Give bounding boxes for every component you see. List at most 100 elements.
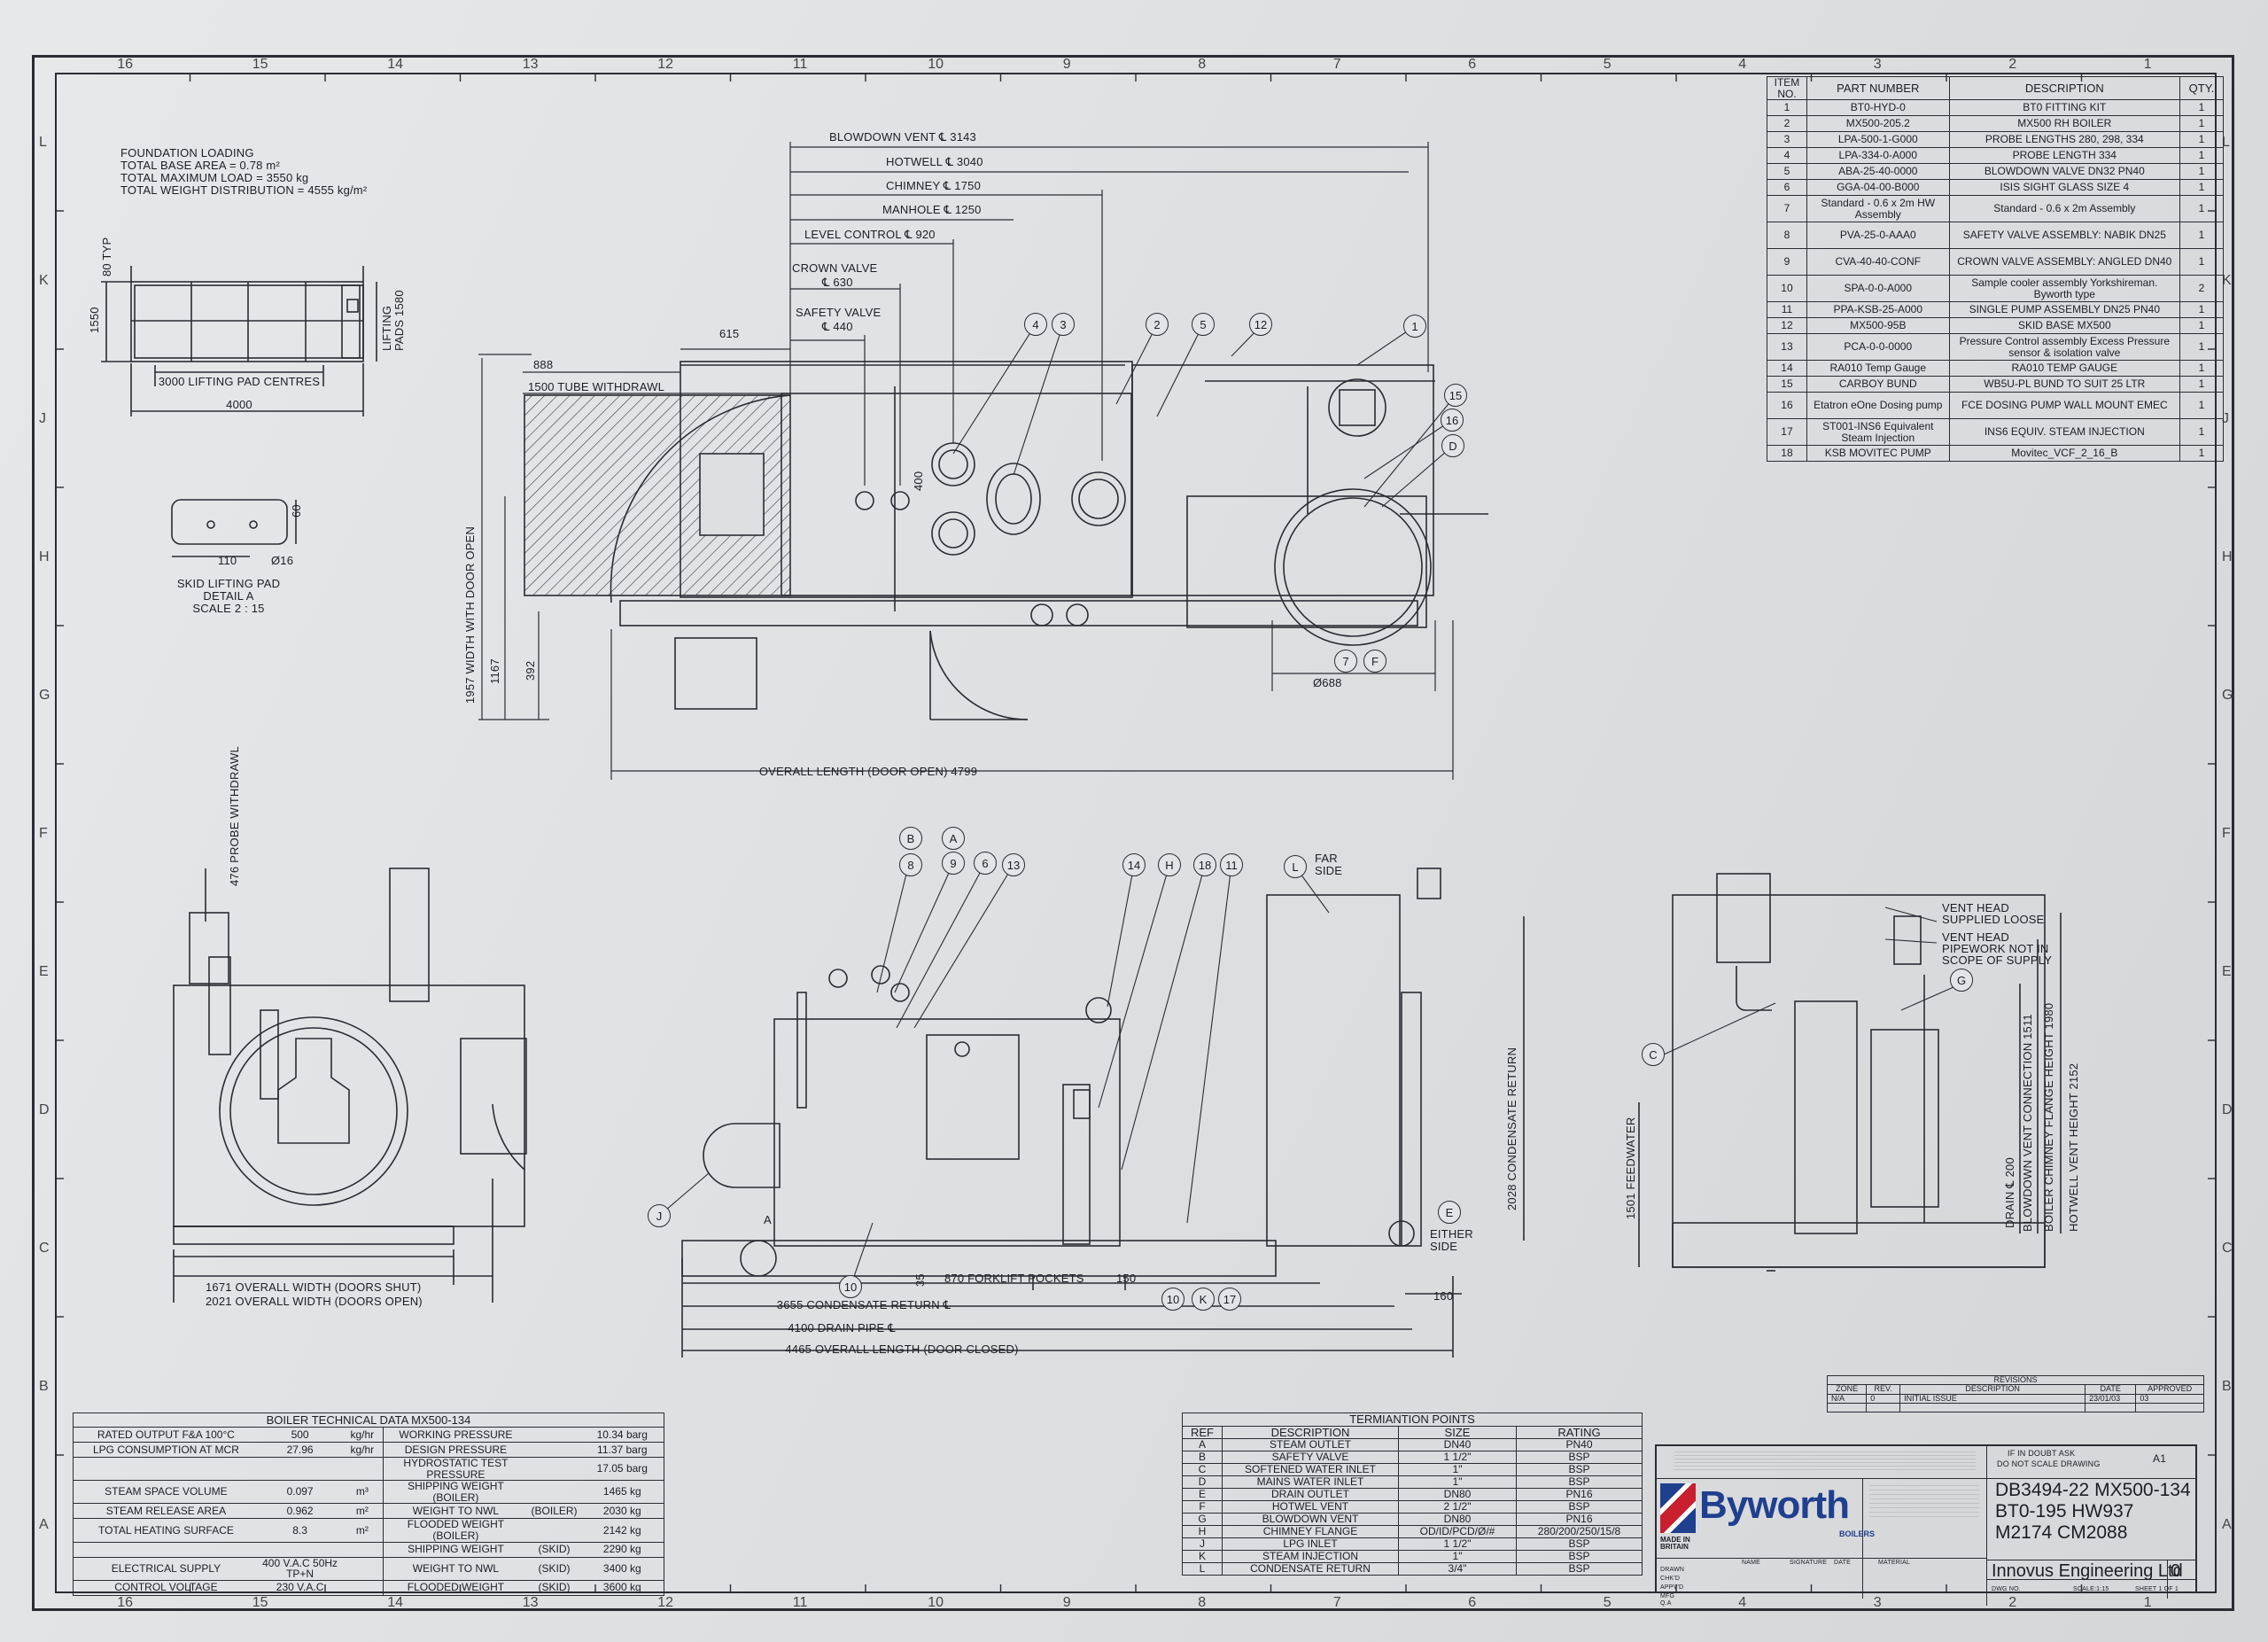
term-description: SAFETY VALVE bbox=[1222, 1451, 1399, 1465]
tech-left-value: 500 bbox=[258, 1427, 342, 1443]
zone-right-K: K bbox=[2222, 273, 2232, 288]
term-rating: BSP bbox=[1516, 1475, 1643, 1490]
term-size: 3/4" bbox=[1398, 1562, 1517, 1576]
term-rating: BSP bbox=[1516, 1463, 1643, 1477]
term-ref: D bbox=[1182, 1475, 1223, 1490]
rev-header-approved: APPROVED bbox=[2135, 1384, 2204, 1395]
parts-description: Sample cooler assembly Yorkshireman. Byw… bbox=[1948, 275, 2181, 303]
parts-description: BLOWDOWN VALVE DN32 PN40 bbox=[1948, 163, 2181, 181]
dim-drain-pipe: 4100 DRAIN PIPE ℄ bbox=[788, 1321, 896, 1335]
foundation-line-3: TOTAL WEIGHT DISTRIBUTION = 4555 kg/m² bbox=[120, 183, 368, 197]
parts-header-qty: QTY. bbox=[2179, 75, 2224, 101]
boiler-end-view bbox=[173, 868, 527, 1303]
dim-lifting-centres: 3000 LIFTING PAD CENTRES bbox=[158, 375, 321, 388]
balloon-plan-7: 7 bbox=[1334, 650, 1357, 673]
dim-blowdown-vent: BLOWDOWN VENT ℄ 3143 bbox=[829, 130, 976, 144]
parts-description: SKID BASE MX500 bbox=[1948, 317, 2181, 335]
sheet-size: A1 bbox=[2153, 1452, 2167, 1465]
tech-left-label: ELECTRICAL SUPPLY bbox=[72, 1556, 259, 1581]
parts-qty: 1 bbox=[2179, 317, 2224, 335]
rev-description: INITIAL ISSUE bbox=[1899, 1393, 2086, 1405]
parts-item: 8 bbox=[1767, 222, 1807, 250]
term-ref: B bbox=[1182, 1451, 1223, 1465]
tech-right-value: 11.37 barg bbox=[580, 1442, 664, 1458]
dim-condensate-return: 3655 CONDENSATE RETURN ℄ bbox=[776, 1298, 951, 1311]
tech-left-unit: kg/hr bbox=[341, 1442, 384, 1458]
zone-top-2: 2 bbox=[2008, 57, 2017, 72]
title-small-label: SIGNATURE bbox=[1790, 1560, 1828, 1566]
dim-150: 150 bbox=[1116, 1272, 1137, 1285]
dim-width-door-open: 1957 WIDTH WITH DOOR OPEN bbox=[463, 525, 477, 704]
parts-item: 6 bbox=[1767, 179, 1807, 197]
termination-title: TERMIANTION POINTS bbox=[1182, 1412, 1643, 1427]
title-block: MADE IN BRITAIN Byworth BOILERS IF IN DO… bbox=[1655, 1444, 2197, 1607]
parts-description: Movitec_VCF_2_16_B bbox=[1948, 445, 2181, 463]
parts-item: 10 bbox=[1767, 275, 1807, 303]
tech-left-label bbox=[72, 1541, 259, 1558]
rev-number: 0 bbox=[1866, 1393, 1901, 1405]
tech-right-value: 10.34 barg bbox=[580, 1427, 664, 1443]
tech-right-value: 3600 kg bbox=[580, 1579, 664, 1596]
dim-hotwell: HOTWELL ℄ 3040 bbox=[886, 155, 983, 168]
zone-left-J: J bbox=[39, 411, 46, 426]
title-small-label: DWG NO. bbox=[1992, 1586, 2021, 1592]
balloon-side-10: 10 bbox=[1161, 1288, 1184, 1311]
tech-left-unit: kg/hr bbox=[341, 1427, 384, 1443]
copyright-notice bbox=[1674, 1451, 1976, 1471]
term-rating: BSP bbox=[1516, 1550, 1643, 1564]
dim-chimney: CHIMNEY ℄ 1750 bbox=[886, 179, 982, 192]
title-small-label: SHEET 1 OF 1 bbox=[2135, 1586, 2179, 1592]
dim-overall-length-closed: 4465 OVERALL LENGTH (DOOR CLOSED) bbox=[785, 1342, 1019, 1356]
detail-a-caption-3: SCALE 2 : 15 bbox=[192, 602, 265, 615]
boiler-plan-view bbox=[524, 361, 1488, 720]
parts-description: Standard - 0.6 x 2m Assembly bbox=[1948, 195, 2181, 223]
parts-part-number: MX500-205.2 bbox=[1806, 115, 1950, 133]
parts-part-number: BT0-HYD-0 bbox=[1806, 99, 1950, 117]
client-name: Innovus Engineering Ltd bbox=[1992, 1561, 2183, 1581]
zone-top-15: 15 bbox=[252, 57, 268, 72]
term-ref: H bbox=[1182, 1525, 1223, 1539]
zone-left-G: G bbox=[39, 688, 50, 703]
brand-name: Byworth bbox=[1699, 1483, 1850, 1527]
made-in-britain: MADE IN BRITAIN bbox=[1660, 1536, 1690, 1551]
vent-head-pipework-2: PIPEWORK NOT IN bbox=[1942, 942, 2049, 955]
dim-dia-688: Ø688 bbox=[1313, 676, 1342, 689]
dim-width-doors-open: 2021 OVERALL WIDTH (DOORS OPEN) bbox=[206, 1295, 423, 1308]
zone-bottom-8: 8 bbox=[1198, 1595, 1207, 1610]
termination-points-table: TERMIANTION POINTS REF DESCRIPTION SIZE … bbox=[1182, 1412, 1643, 1576]
title-small-label: MFG bbox=[1660, 1593, 1675, 1599]
dim-1550: 1550 bbox=[88, 307, 101, 333]
zone-bottom-4: 4 bbox=[1738, 1595, 1747, 1610]
dim-60: 60 bbox=[290, 504, 303, 518]
balloon-side-J: J bbox=[648, 1204, 671, 1227]
foundation-title: FOUNDATION LOADING bbox=[120, 146, 254, 160]
dim-400: 400 bbox=[912, 471, 925, 491]
zone-right-J: J bbox=[2222, 411, 2229, 426]
balloon-plan-15: 15 bbox=[1444, 384, 1467, 407]
parts-part-number: Standard - 0.6 x 2m HW Assembly bbox=[1806, 195, 1950, 223]
term-ref: C bbox=[1182, 1463, 1223, 1477]
term-description: STEAM INJECTION bbox=[1222, 1550, 1399, 1564]
term-description: STEAM OUTLET bbox=[1222, 1438, 1399, 1452]
balloon-side-13: 13 bbox=[1002, 853, 1025, 876]
term-ref: F bbox=[1182, 1500, 1223, 1514]
parts-qty: 1 bbox=[2179, 360, 2224, 377]
rev-date: 23/01/03 bbox=[2085, 1393, 2137, 1405]
parts-qty: 1 bbox=[2179, 115, 2224, 133]
parts-item: 1 bbox=[1767, 99, 1807, 117]
dim-width-doors-shut: 1671 OVERALL WIDTH (DOORS SHUT) bbox=[206, 1280, 422, 1294]
base-plan-view bbox=[101, 266, 377, 416]
term-size: 1" bbox=[1398, 1475, 1517, 1490]
